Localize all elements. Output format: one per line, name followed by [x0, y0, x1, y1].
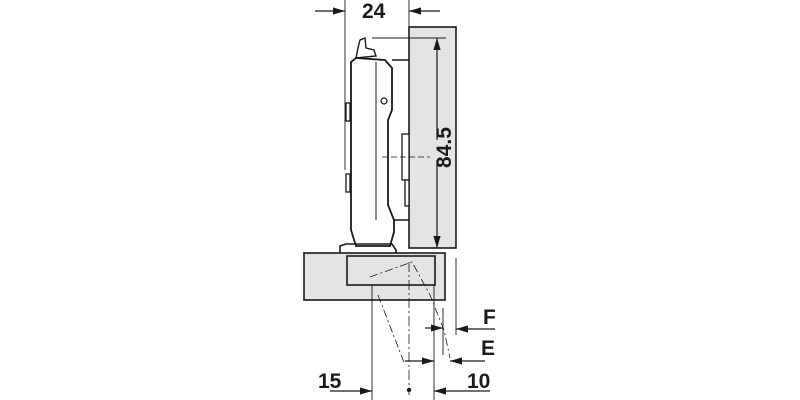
- dimension-15: 15: [318, 370, 342, 393]
- dimension-f: F: [483, 306, 496, 329]
- dimension-e: E: [481, 337, 495, 360]
- adjust-screw: [355, 37, 377, 59]
- dimension-84-5: 84.5: [433, 127, 456, 168]
- hinge-arm: [350, 57, 395, 247]
- hinge-cup: [346, 255, 436, 286]
- door-panel: [408, 26, 457, 249]
- dimension-24: 24: [362, 0, 386, 23]
- dimension-10: 10: [467, 370, 490, 393]
